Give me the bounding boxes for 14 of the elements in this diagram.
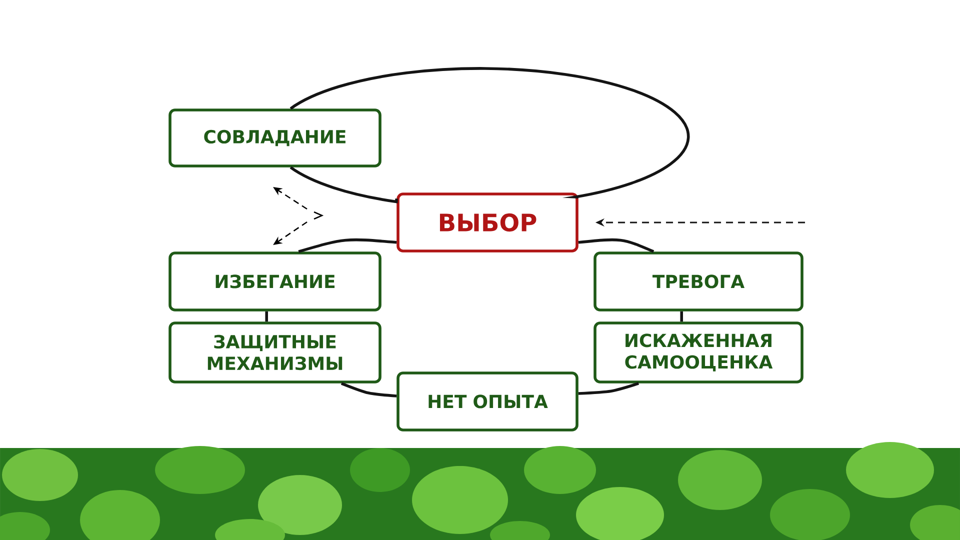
concept-box: НЕТ ОПЫТА bbox=[396, 372, 578, 432]
connector-line bbox=[298, 238, 397, 253]
concept-box: ИСКАЖЕННАЯ САМООЦЕНКА bbox=[594, 322, 804, 384]
connector-line bbox=[340, 382, 397, 398]
concept-box: ИЗБЕГАНИЕ bbox=[168, 252, 382, 312]
connector-line bbox=[265, 311, 268, 322]
concept-box: СОВЛАДАНИЕ bbox=[168, 108, 382, 168]
connector-line bbox=[680, 311, 683, 322]
connector-line bbox=[578, 382, 640, 395]
connector-line bbox=[290, 67, 690, 198]
connector-line bbox=[578, 238, 654, 253]
concept-box: ТРЕВОГА bbox=[594, 252, 804, 312]
choice-box: ВЫБОР bbox=[396, 192, 578, 252]
concept-box: ЗАЩИТНЫЕ МЕХАНИЗМЫ bbox=[168, 322, 382, 384]
